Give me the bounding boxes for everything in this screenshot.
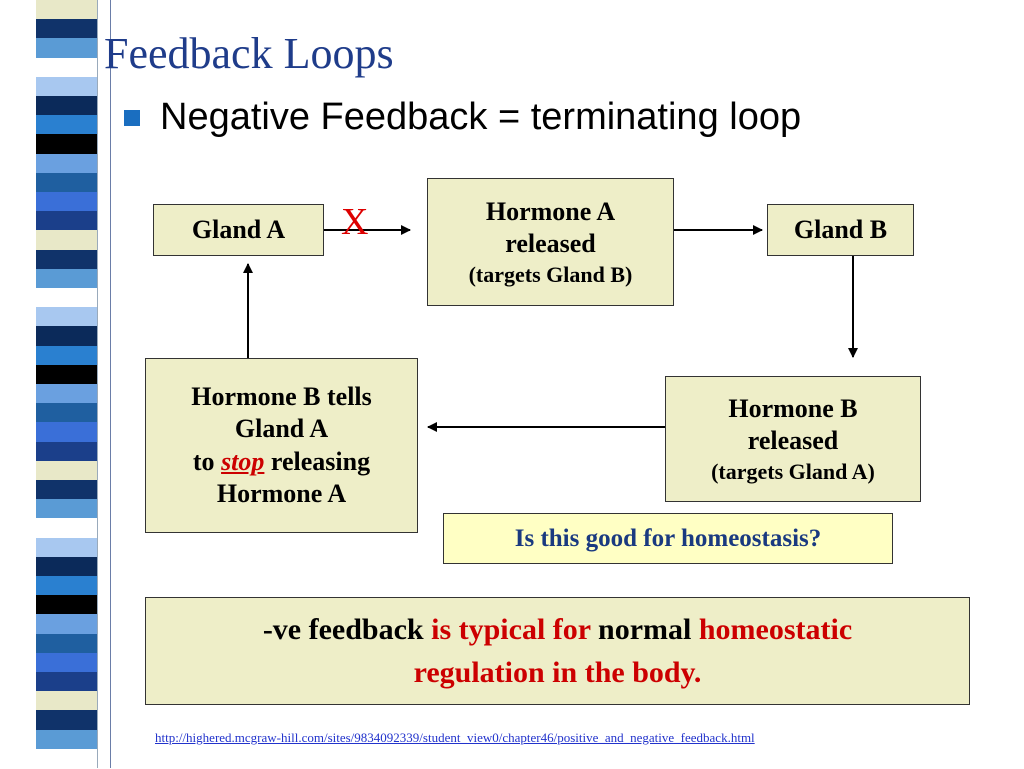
stripe-segment (36, 57, 97, 78)
tells-line3: to stop releasing (193, 446, 370, 479)
stripe-segment (36, 249, 97, 270)
stripe-segment (36, 480, 97, 501)
tells-line3-pre: to (192, 446, 222, 476)
bullet-item: Negative Feedback = terminating loop (124, 96, 801, 139)
question-box: Is this good for homeostasis? (443, 513, 893, 564)
stripe-segment (36, 307, 97, 328)
stripe-segment (36, 576, 97, 597)
blocked-x-mark: X (341, 201, 369, 243)
tells-line1: Hormone B tells (191, 381, 372, 411)
stripe-segment (36, 115, 97, 136)
stripe-segment (36, 345, 97, 366)
question-text: Is this good for homeostasis? (514, 524, 822, 552)
hormone-a-line2: released (505, 229, 596, 259)
gland-b-label: Gland B (793, 214, 888, 244)
tells-line4: Hormone A (216, 479, 347, 508)
summary-part2: is typical for (431, 612, 591, 646)
hormone-a-target: (targets Gland B) (468, 261, 633, 287)
stripe-segment (36, 691, 97, 712)
hormone-b-target: (targets Gland A) (711, 458, 875, 484)
stripe-segment (36, 96, 97, 117)
stripe-segment (36, 403, 97, 424)
bullet-text: Negative Feedback = terminating loop (160, 96, 802, 138)
stripe-segment (36, 499, 97, 520)
stripe-segment (36, 172, 97, 193)
stripe-segment (36, 518, 97, 539)
hormone-b-line1: Hormone B (728, 393, 858, 423)
slide-title: Feedback Loops (104, 29, 394, 78)
hormone-a-box: Hormone A released (targets Gland B) (427, 178, 674, 306)
summary-part5: regulation in the body. (413, 656, 702, 689)
hormone-b-line2: released (747, 426, 839, 456)
stripe-segment (36, 748, 97, 769)
summary-part1: -ve feedback (262, 612, 432, 646)
stripe-segment (36, 633, 97, 654)
stripe-segment (36, 38, 97, 59)
hormone-a-line1: Hormone A (485, 196, 616, 226)
stripe-segment (36, 268, 97, 289)
square-bullet-icon (124, 109, 140, 126)
stripe-segment (36, 729, 97, 750)
gland-a-label: Gland A (191, 214, 286, 244)
summary-text: -ve feedback is typical for normal homeo… (263, 608, 852, 695)
source-link[interactable]: http://highered.mcgraw-hill.com/sites/98… (155, 730, 755, 745)
stripe-segment (36, 0, 97, 21)
summary-part3: normal (590, 612, 699, 646)
stripe-segment (36, 460, 97, 481)
stripe-segment (36, 614, 97, 635)
stripe-segment (36, 710, 97, 731)
gland-a-box: Gland A (153, 204, 324, 256)
hormone-b-tells-box: Hormone B tells Gland A to stop releasin… (145, 358, 418, 533)
decorative-stripe (36, 0, 98, 769)
stripe-segment (36, 211, 97, 232)
hormone-b-released-box: Hormone B released (targets Gland A) (665, 376, 921, 502)
summary-part4: homeostatic (698, 612, 853, 646)
stop-emphasis: stop (221, 446, 265, 476)
stripe-segment (36, 672, 97, 693)
tells-line3-post: releasing (264, 446, 371, 476)
stripe-segment (36, 441, 97, 462)
stripe-segment (36, 19, 97, 40)
stripe-segment (36, 422, 97, 443)
stripe-segment (36, 288, 97, 309)
summary-box: -ve feedback is typical for normal homeo… (145, 597, 970, 705)
stripe-segment (36, 326, 97, 347)
stripe-segment (36, 192, 97, 213)
stripe-segment (36, 134, 97, 155)
stripe-segment (36, 537, 97, 558)
stripe-segment (36, 556, 97, 577)
gland-b-box: Gland B (767, 204, 914, 256)
stripe-segment (36, 364, 97, 385)
stripe-segment (36, 76, 97, 97)
stripe-segment (36, 384, 97, 405)
tells-line2: Gland A (234, 414, 329, 443)
stripe-segment (36, 595, 97, 616)
divider-line (110, 0, 111, 768)
stripe-segment (36, 652, 97, 673)
stripe-segment (36, 153, 97, 174)
stripe-segment (36, 230, 97, 251)
